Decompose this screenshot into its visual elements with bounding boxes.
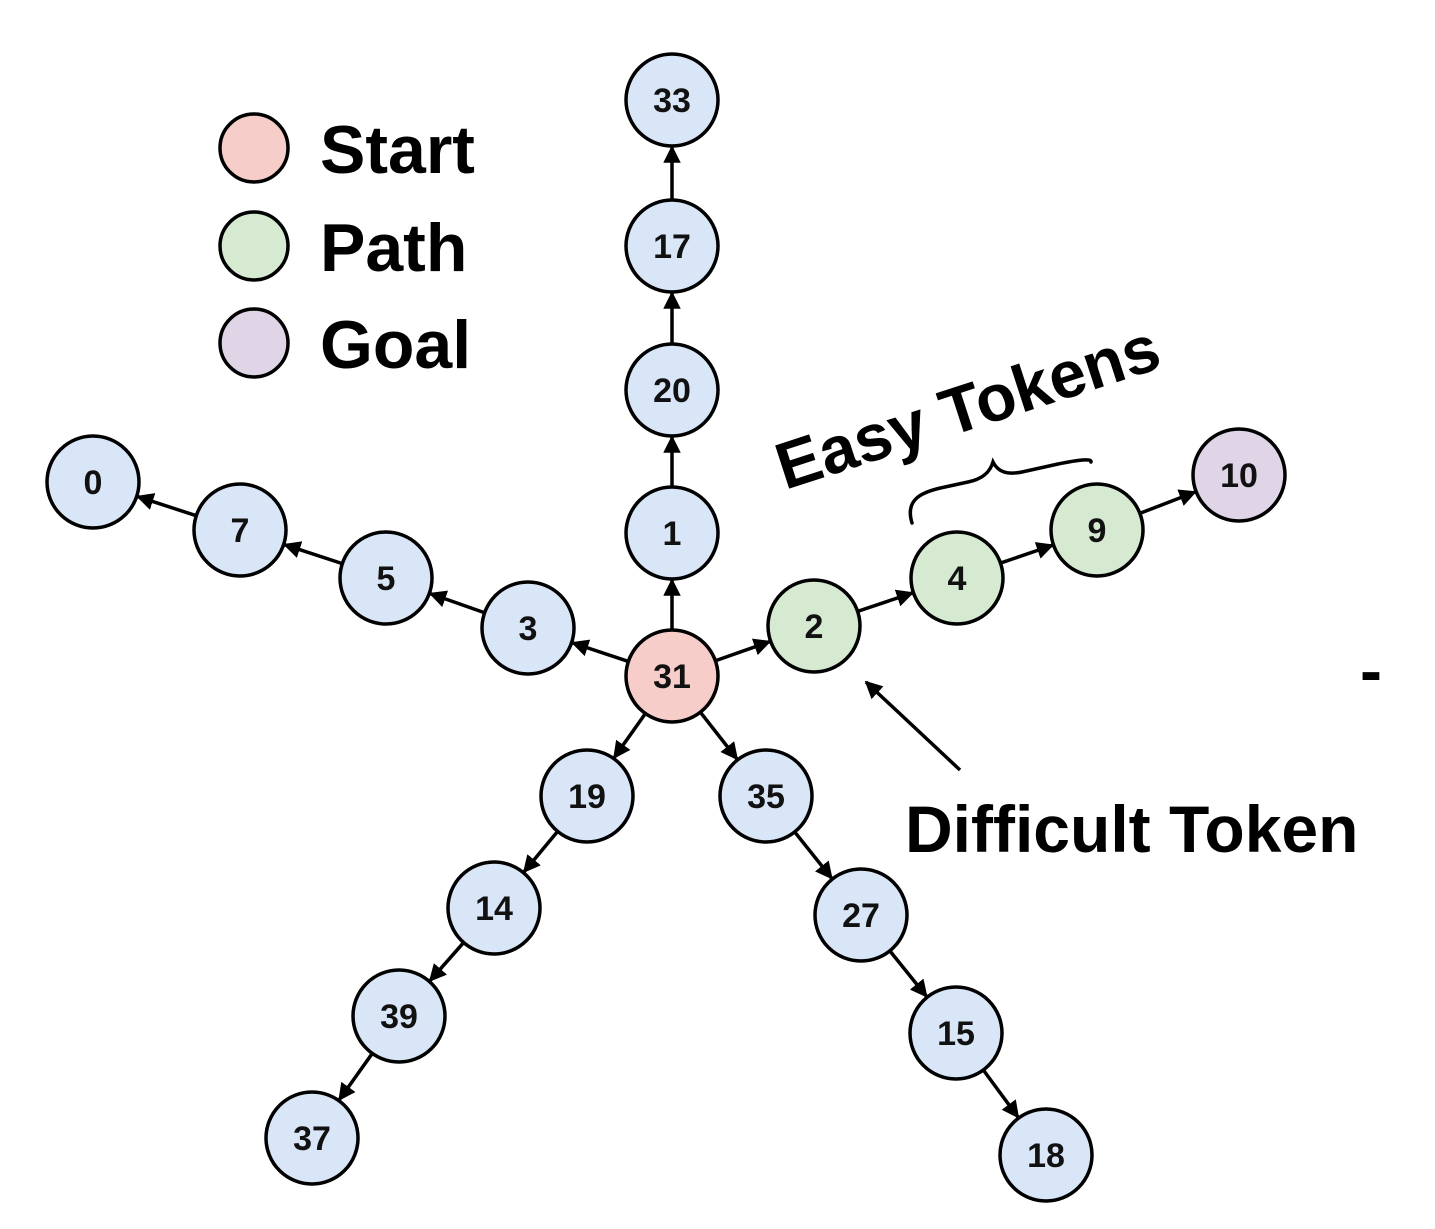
node-circle-33 xyxy=(624,52,720,148)
edge-2-4 xyxy=(857,589,915,614)
easy-tokens-brace xyxy=(908,457,1093,525)
edge-31-3 xyxy=(570,639,629,664)
node-label-27: 27 xyxy=(842,897,880,935)
edge-3-5 xyxy=(428,590,486,615)
node-2: 2 xyxy=(766,578,862,674)
node-circle-17 xyxy=(624,198,720,294)
node-18: 18 xyxy=(998,1107,1094,1203)
node-17: 17 xyxy=(624,198,720,294)
edge-35-27 xyxy=(793,830,834,880)
node-label-18: 18 xyxy=(1027,1137,1065,1175)
stray-dash-mark: - xyxy=(1360,633,1382,707)
node-label-4: 4 xyxy=(948,560,967,598)
edge-31-35 xyxy=(698,711,739,761)
node-14: 14 xyxy=(446,860,542,956)
node-circle-15 xyxy=(908,985,1004,1081)
node-circle-35 xyxy=(718,748,814,844)
node-35: 35 xyxy=(718,748,814,844)
node-0: 0 xyxy=(45,434,141,530)
node-circle-4 xyxy=(909,530,1005,626)
node-15: 15 xyxy=(908,985,1004,1081)
node-circle-2 xyxy=(766,578,862,674)
difficult-token-label: Difficult Token xyxy=(905,792,1358,866)
node-33: 33 xyxy=(624,52,720,148)
node-label-14: 14 xyxy=(475,890,513,928)
node-20: 20 xyxy=(624,342,720,438)
legend-swatch-path xyxy=(218,210,290,282)
node-circle-14 xyxy=(446,860,542,956)
node-label-10: 10 xyxy=(1220,457,1258,495)
node-circle-27 xyxy=(813,867,909,963)
node-circle-31 xyxy=(624,628,720,724)
node-label-39: 39 xyxy=(380,998,418,1036)
node-label-31: 31 xyxy=(653,658,691,696)
graph-edges xyxy=(136,145,1197,1119)
node-circle-7 xyxy=(192,482,288,578)
node-circle-18 xyxy=(998,1107,1094,1203)
edge-15-18 xyxy=(981,1068,1020,1119)
node-circle-1 xyxy=(624,485,720,581)
node-label-3: 3 xyxy=(519,610,538,648)
node-5: 5 xyxy=(338,530,434,626)
node-27: 27 xyxy=(813,867,909,963)
node-circle-19 xyxy=(539,748,635,844)
node-circle-9 xyxy=(1049,482,1145,578)
edge-27-15 xyxy=(888,949,928,998)
node-circle-0 xyxy=(45,434,141,530)
node-circle-3 xyxy=(480,580,576,676)
node-circle-39 xyxy=(351,968,447,1064)
node-10: 10 xyxy=(1191,427,1287,523)
node-label-7: 7 xyxy=(231,512,250,550)
node-label-5: 5 xyxy=(377,560,396,598)
node-4: 4 xyxy=(909,530,1005,626)
legend-label-path: Path xyxy=(320,210,467,286)
difficult-token-arrow xyxy=(864,680,962,772)
node-label-0: 0 xyxy=(84,464,103,502)
edge-9-10 xyxy=(1139,489,1197,516)
edge-31-19 xyxy=(612,712,647,760)
node-37: 37 xyxy=(264,1090,360,1186)
node-label-15: 15 xyxy=(937,1015,975,1053)
node-19: 19 xyxy=(539,748,635,844)
edge-19-14 xyxy=(522,830,559,874)
edge-14-39 xyxy=(428,941,465,983)
legend-swatch-start xyxy=(218,112,290,184)
node-31: 31 xyxy=(624,628,720,724)
node-9: 9 xyxy=(1049,482,1145,578)
node-1: 1 xyxy=(624,485,720,581)
difficult-token-annotation: Difficult Token xyxy=(864,680,1358,866)
node-label-33: 33 xyxy=(653,82,691,120)
edge-4-9 xyxy=(999,542,1055,565)
node-circle-37 xyxy=(264,1090,360,1186)
easy-tokens-label: Easy Tokens xyxy=(766,310,1168,504)
node-label-17: 17 xyxy=(653,228,691,266)
node-label-37: 37 xyxy=(293,1120,331,1158)
node-39: 39 xyxy=(351,968,447,1064)
node-label-20: 20 xyxy=(653,372,691,410)
edge-31-2 xyxy=(714,638,772,663)
legend: Start Path Goal xyxy=(218,112,475,383)
node-label-9: 9 xyxy=(1088,512,1107,550)
legend-item-start: Start xyxy=(218,112,475,188)
legend-item-path: Path xyxy=(218,210,467,286)
node-label-1: 1 xyxy=(663,515,682,553)
legend-item-goal: Goal xyxy=(218,307,471,383)
edge-7-0 xyxy=(136,493,197,518)
node-3: 3 xyxy=(480,580,576,676)
legend-label-goal: Goal xyxy=(320,307,471,383)
node-circle-20 xyxy=(624,342,720,438)
legend-label-start: Start xyxy=(320,112,475,188)
node-label-35: 35 xyxy=(747,778,785,816)
node-circle-10 xyxy=(1191,427,1287,523)
node-circle-5 xyxy=(338,530,434,626)
edge-5-7 xyxy=(282,541,343,566)
edge-39-37 xyxy=(337,1052,374,1102)
node-label-2: 2 xyxy=(805,608,824,646)
node-7: 7 xyxy=(192,482,288,578)
legend-swatch-goal xyxy=(218,307,290,379)
node-label-19: 19 xyxy=(568,778,606,816)
